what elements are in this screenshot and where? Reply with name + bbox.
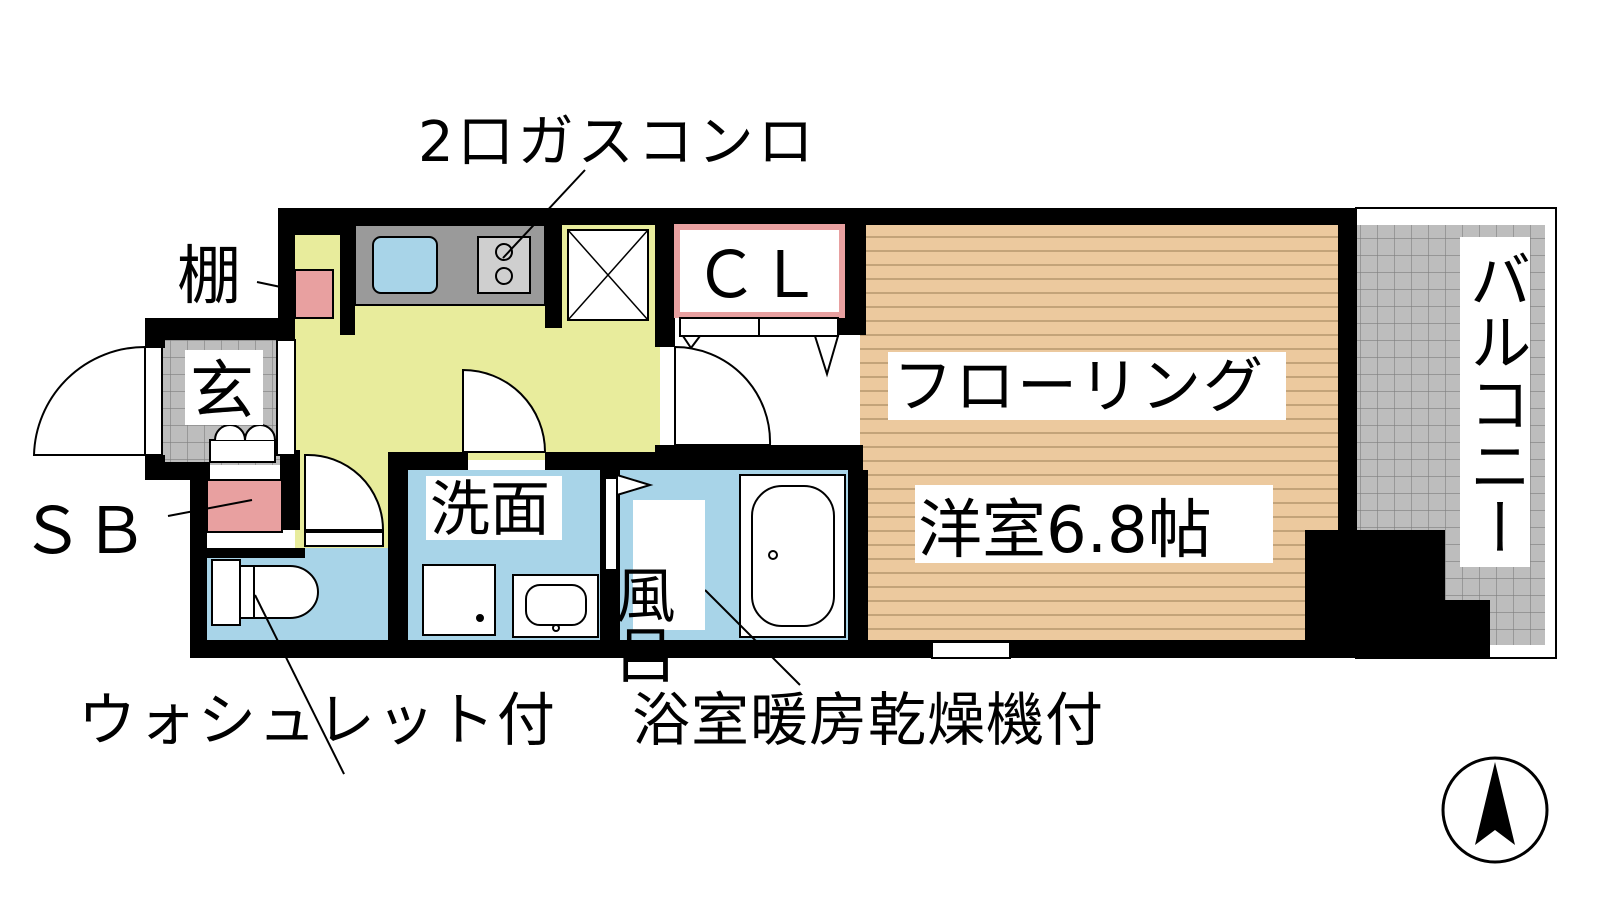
refrigerator-space [567,229,649,321]
closet [674,224,845,378]
kitchen-counter [354,224,546,306]
toilet-callout: ウォシュレット付 [78,686,557,754]
bathtub [704,474,846,641]
bath-dryer-leader [754,639,801,686]
north-compass-icon [1441,756,1549,864]
washroom-label: 洗面 [430,475,550,545]
entrance-label: 玄 [190,355,254,429]
western-room-label: 洋室6.8帖 [918,494,1212,568]
balcony-rail [1355,207,1557,659]
shoe-box-leader [167,499,253,517]
bath-label: 風呂 [605,564,675,684]
stove-leader [502,169,586,259]
shelf-box [294,269,334,319]
flooring-label: フローリング [893,352,1265,422]
balcony-label: バルコニー [1459,248,1532,558]
shelf-label: 棚 [177,240,241,314]
shelf-leader [256,281,296,291]
toilet-leader [254,594,347,779]
walls [145,208,1490,658]
shoe-box-label: ＳＢ [20,495,148,569]
western-room-floor [860,225,1350,645]
washroom-fixtures [422,564,599,638]
closet-label: ＣＬ [694,239,822,313]
entrance-rack [209,424,276,463]
stove-callout: 2口ガスコンロ [418,110,818,175]
label-backgrounds [185,237,1530,630]
doors [32,339,1011,659]
bath-dryer-callout: 浴室暖房乾燥機付 [632,686,1104,754]
toilet-fixture [211,559,319,626]
